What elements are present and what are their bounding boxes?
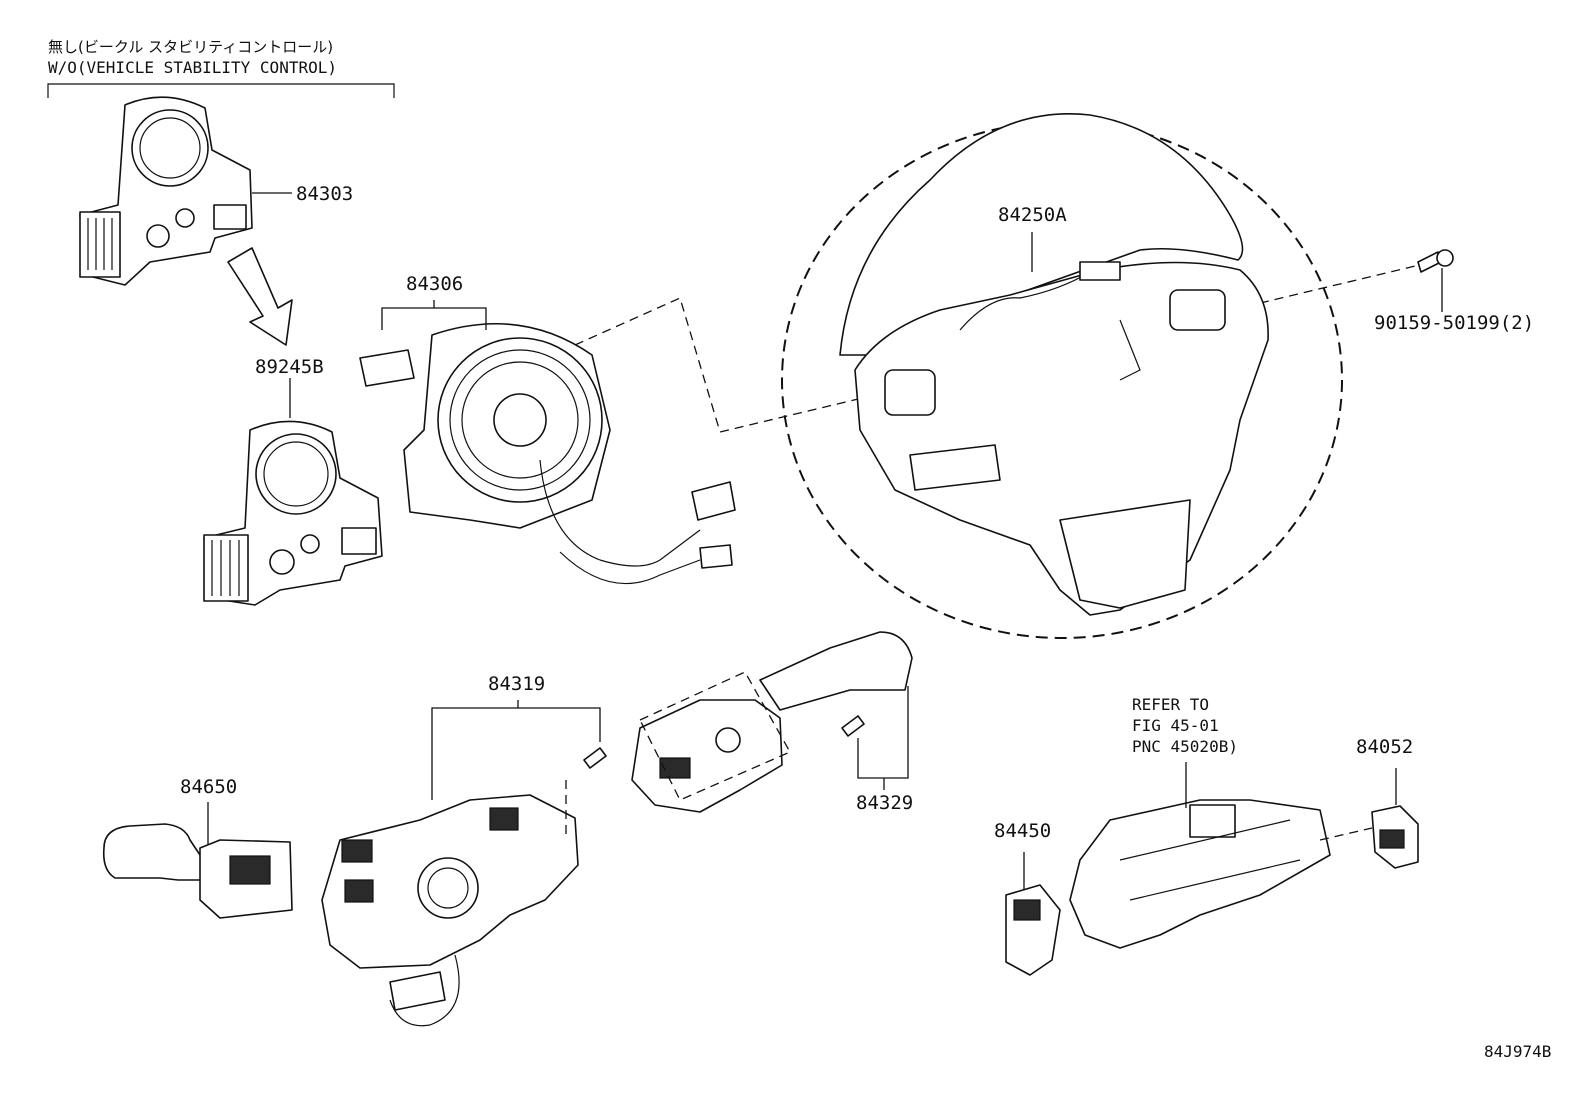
header-note-english: W/O(VEHICLE STABILITY CONTROL) xyxy=(48,58,337,77)
switch-84450 xyxy=(1005,884,1061,976)
part-label-84650[interactable]: 84650 xyxy=(180,776,238,798)
part-label-84303[interactable]: 84303 xyxy=(296,183,354,205)
part-label-90159[interactable]: 90159-50199(2) xyxy=(1374,312,1535,334)
turn-signal-switch-84329 xyxy=(631,631,913,813)
steering-angle-sensor-84303 xyxy=(79,96,253,286)
part-label-84306[interactable]: 84306 xyxy=(406,273,464,295)
header-note-japanese: 無し(ビークル スタビリティコントロール) xyxy=(48,38,334,56)
refer-note: REFER TO FIG 45-01 PNC 45020B) xyxy=(1132,695,1238,756)
header-bracket xyxy=(47,83,395,98)
screw-84319 xyxy=(583,747,607,769)
part-label-84250A[interactable]: 84250A xyxy=(998,204,1067,226)
spiral-cable-84306 xyxy=(359,322,736,585)
steering-sensor-89245B xyxy=(203,420,383,606)
part-label-84329[interactable]: 84329 xyxy=(856,792,914,814)
dash-84329 xyxy=(639,671,791,801)
column-housing-45020B xyxy=(1069,799,1331,949)
leader-84329 xyxy=(857,686,909,790)
combination-switch-84319 xyxy=(321,794,579,1027)
connector-84052 xyxy=(1371,805,1419,869)
steering-wheel-84250A xyxy=(781,113,1343,639)
leader-84319 xyxy=(431,700,601,800)
replacement-arrow xyxy=(227,247,293,346)
wiper-lever-84650 xyxy=(102,823,293,919)
bolt-90159 xyxy=(1417,249,1454,273)
screw-84329 xyxy=(841,715,865,737)
leader-84306 xyxy=(381,300,487,330)
part-label-89245B[interactable]: 89245B xyxy=(255,356,324,378)
figure-code: 84J974B xyxy=(1484,1042,1552,1061)
part-label-84052[interactable]: 84052 xyxy=(1356,736,1414,758)
part-label-84450[interactable]: 84450 xyxy=(994,820,1052,842)
part-label-84319[interactable]: 84319 xyxy=(488,673,546,695)
dash-84052 xyxy=(1319,827,1373,841)
